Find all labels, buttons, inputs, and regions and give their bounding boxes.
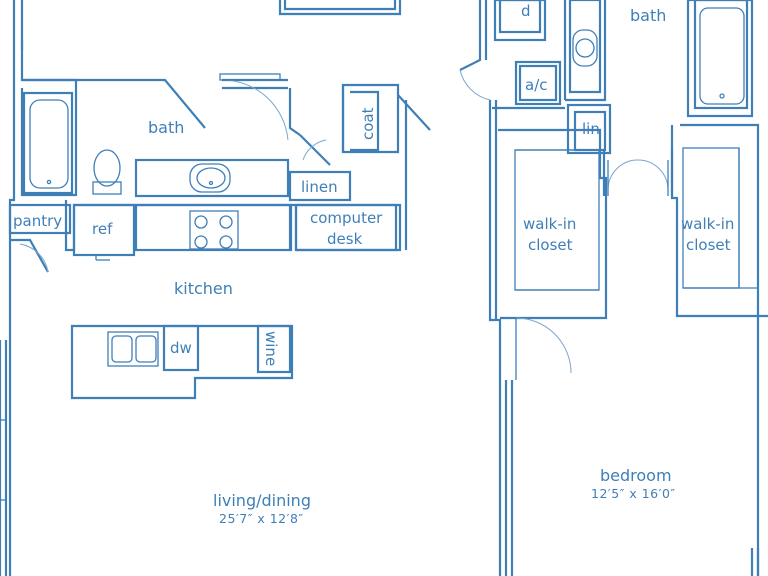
left-bath-walls [20, 40, 301, 197]
label-living-dining: living/dining [213, 491, 311, 510]
label-walkin-right-line2: closet [686, 236, 731, 254]
label-walkin-left-line2: closet [528, 236, 573, 254]
label-walkin-left-line1: walk-in [523, 215, 576, 233]
label-dw: dw [170, 339, 192, 357]
label-pantry: pantry [13, 212, 62, 230]
kitchen-island [70, 324, 294, 400]
label-bedroom: bedroom [600, 466, 672, 485]
label-walkin-right-line1: walk-in [681, 215, 734, 233]
top-cabinet [278, 0, 402, 16]
bath-door-swing [221, 79, 289, 141]
pantry-door-swing [19, 243, 49, 273]
bathtub [22, 91, 74, 195]
toilet [92, 149, 122, 195]
label-d: d [521, 2, 531, 20]
bath-vanity [134, 158, 290, 198]
kitchen-walls [8, 100, 408, 273]
range-stovetop [189, 210, 239, 250]
label-computer-desk-line1: computer [310, 209, 383, 227]
walkin-closet-right [670, 123, 768, 576]
label-lin: lin [582, 120, 600, 138]
linen-door-swing [302, 139, 327, 161]
label-computer-desk-line2: desk [327, 230, 363, 248]
room-labels: bath bath linen coat pantry ref computer… [13, 2, 734, 526]
walkin-left-door-swing [515, 317, 572, 374]
label-linen: linen [301, 178, 338, 196]
linen-coat-walls [288, 85, 431, 202]
label-kitchen: kitchen [174, 279, 233, 298]
label-bath-left: bath [148, 118, 184, 137]
center-walls [459, 0, 612, 576]
label-ref: ref [92, 220, 113, 238]
label-living-dining-dimensions: 25′7″ x 12′8″ [219, 511, 304, 526]
right-bathtub [686, 0, 754, 118]
closet-double-door-swing [607, 159, 669, 191]
label-coat: coat [359, 107, 377, 140]
label-wine: wine [262, 331, 280, 366]
label-bedroom-dimensions: 12′5″ x 16′0″ [591, 486, 676, 501]
label-ac: a/c [525, 76, 548, 94]
exterior-walls [0, 0, 24, 576]
label-bath-right: bath [630, 6, 666, 25]
